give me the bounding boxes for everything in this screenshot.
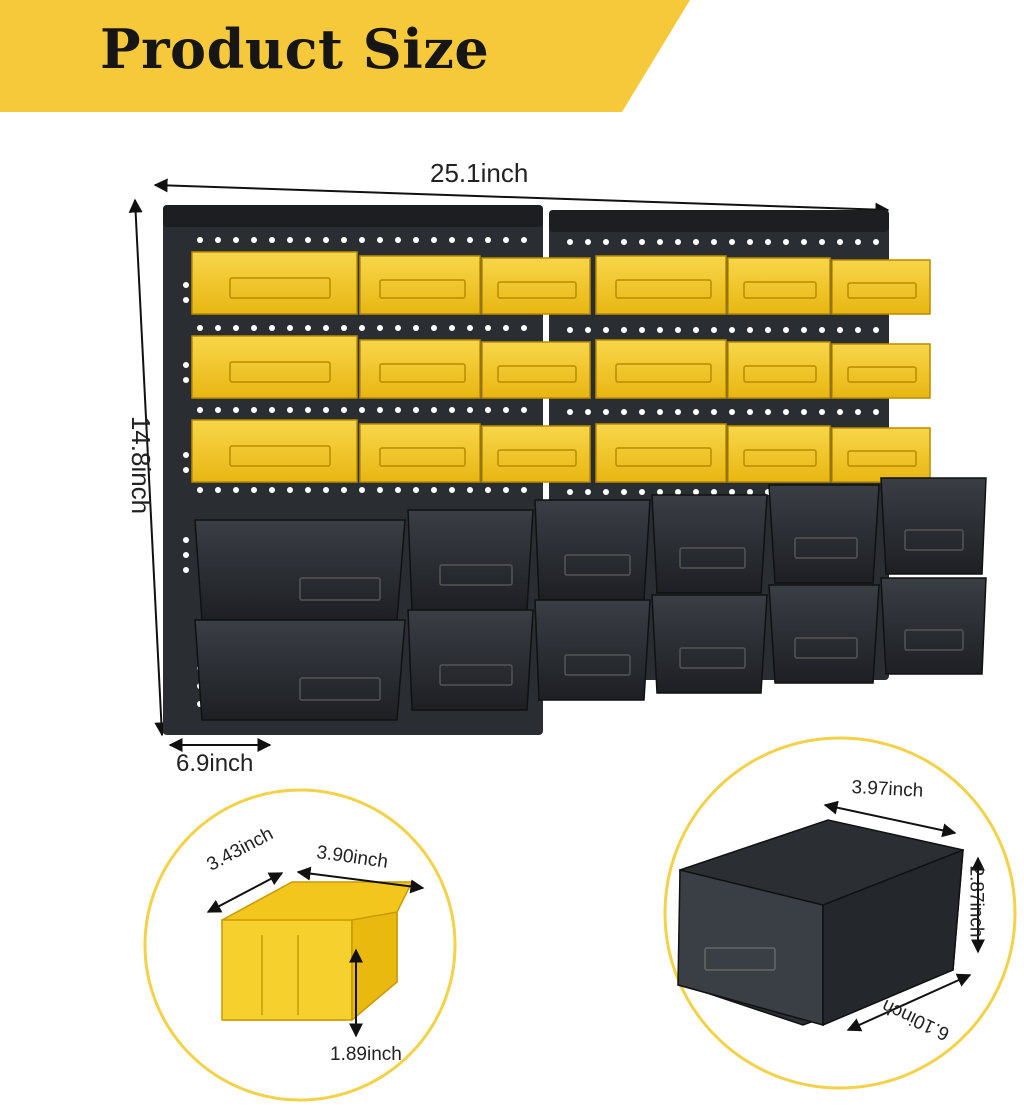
large-bin-detail [663,736,1017,1090]
title-banner [0,0,690,112]
rack-width-label: 25.1inch [430,158,529,188]
rack-height-arrow [128,198,169,737]
rack-height-label: 14.8inch [126,415,157,515]
large-bin-width-label: 3.97inch [850,777,924,802]
yellow-bins [191,251,931,483]
rack-depth-label: 6.9inch [176,750,254,777]
page-title: Product Size [100,17,490,81]
small-bin-detail [143,788,457,1102]
small-bin-height-label: 1.89inch [330,1044,402,1065]
large-bin-height-label: 2.87inch [965,865,987,938]
rack-width-arrow [153,178,890,217]
black-bins [194,477,987,721]
